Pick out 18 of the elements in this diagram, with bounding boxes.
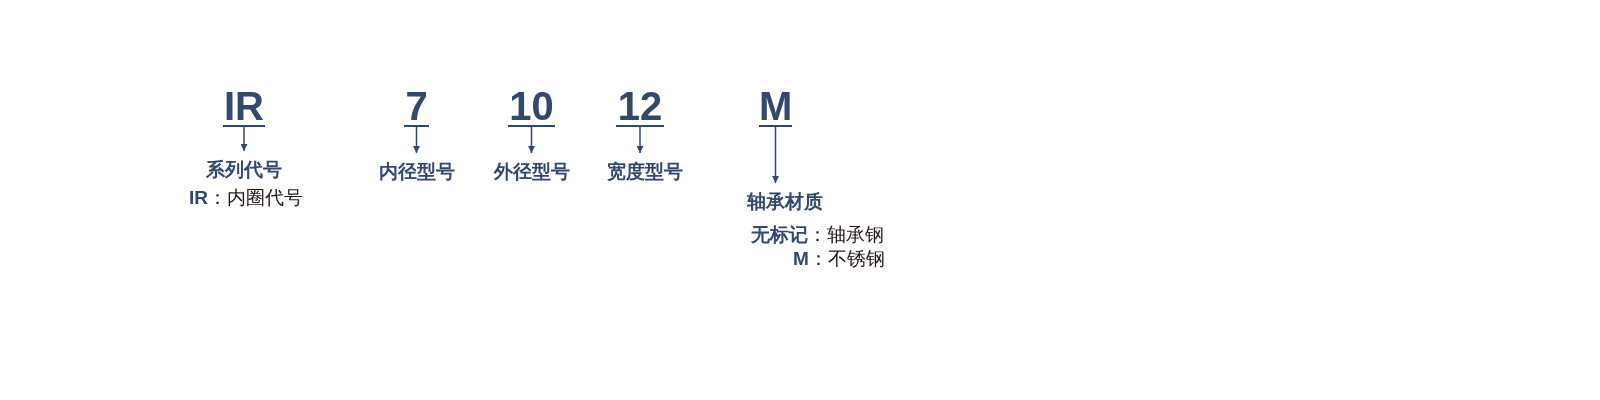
arrow — [413, 126, 420, 154]
code-text: 7 — [404, 87, 429, 127]
note-text: 无标记：轴承钢 — [751, 224, 884, 246]
field-label: 宽度型号 — [607, 153, 683, 183]
field-label: 内径型号 — [379, 153, 455, 183]
arrow — [636, 126, 644, 154]
code-text: IR — [223, 87, 265, 127]
arrow — [240, 126, 248, 152]
field-label: 系列代号 — [206, 151, 282, 181]
note-text: IR：内圈代号 — [189, 187, 303, 209]
arrow — [528, 126, 535, 154]
code-text: 10 — [508, 87, 555, 127]
code-text: 12 — [616, 87, 664, 127]
field-label: 轴承材质 — [747, 183, 823, 213]
code-text: M — [759, 87, 792, 127]
note-text: M：不锈钢 — [793, 248, 885, 270]
arrow — [772, 126, 779, 184]
field-label: 外径型号 — [494, 153, 570, 183]
